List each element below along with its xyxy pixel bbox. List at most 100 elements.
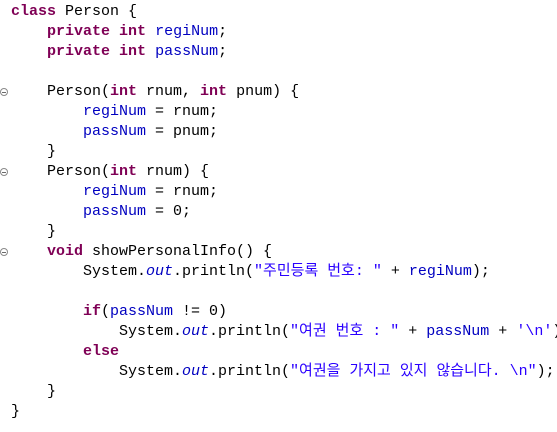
code-line[interactable]: class Person {	[0, 2, 557, 22]
code-token: rnum,	[137, 83, 201, 100]
keyword-token: private	[47, 43, 111, 60]
collapse-fold-icon[interactable]	[0, 248, 8, 256]
code-line[interactable]: void showPersonalInfo() {	[0, 242, 557, 262]
code-token: (	[101, 303, 111, 320]
code-token	[146, 23, 155, 40]
code-token	[110, 23, 119, 40]
code-token: rnum) {	[137, 163, 210, 180]
code-line[interactable]: Person(int rnum, int pnum) {	[0, 82, 557, 102]
code-text: passNum = 0;	[83, 202, 191, 222]
code-line[interactable]: regiNum = rnum;	[0, 182, 557, 202]
code-text: if(passNum != 0)	[83, 302, 227, 322]
code-token: != 0)	[173, 303, 228, 320]
keyword-token: int	[119, 23, 147, 40]
keyword-token: private	[47, 23, 111, 40]
code-text: }	[47, 142, 56, 162]
code-line[interactable]: passNum = 0;	[0, 202, 557, 222]
code-text: System.out.println("여권을 가지고 있지 않습니다. \n"…	[119, 362, 555, 382]
code-text: }	[11, 402, 20, 422]
keyword-token: void	[47, 243, 84, 260]
field-token: regiNum	[83, 103, 147, 120]
field-token: regiNum	[408, 263, 472, 280]
static-field-token: out	[182, 323, 210, 340]
code-line[interactable]: private int passNum;	[0, 42, 557, 62]
code-text: else	[83, 342, 119, 362]
code-line[interactable]	[0, 62, 557, 82]
code-token	[146, 43, 155, 60]
code-text: passNum = pnum;	[83, 122, 218, 142]
code-line[interactable]: passNum = pnum;	[0, 122, 557, 142]
code-text: private int regiNum;	[47, 22, 227, 42]
code-line[interactable]: else	[0, 342, 557, 362]
code-line[interactable]: if(passNum != 0)	[0, 302, 557, 322]
code-token: +	[381, 263, 409, 280]
code-token: = rnum;	[146, 183, 219, 200]
string-literal-token: '\n'	[516, 323, 553, 340]
collapse-fold-icon[interactable]	[0, 168, 8, 176]
code-text: }	[47, 382, 56, 402]
code-token: .println(	[173, 263, 255, 280]
code-text: regiNum = rnum;	[83, 182, 218, 202]
keyword-token: int	[119, 43, 147, 60]
code-text: System.out.println("여권 번호 : " + passNum …	[119, 322, 557, 342]
code-token: Person(	[47, 83, 111, 100]
string-literal-token: "주민등록 번호: "	[254, 263, 382, 280]
string-literal-token: "여권 번호 : "	[290, 323, 400, 340]
code-token: +	[489, 323, 517, 340]
static-field-token: out	[146, 263, 174, 280]
code-token: );	[552, 323, 557, 340]
code-line[interactable]: }	[0, 142, 557, 162]
field-token: regiNum	[83, 183, 147, 200]
code-text: class Person {	[11, 2, 137, 22]
code-text: regiNum = rnum;	[83, 102, 218, 122]
code-token: System.	[119, 363, 183, 380]
field-token: regiNum	[155, 23, 219, 40]
code-token: }	[47, 143, 57, 160]
field-token: passNum	[83, 123, 147, 140]
static-field-token: out	[182, 363, 210, 380]
keyword-token: if	[83, 303, 102, 320]
keyword-token: class	[11, 3, 57, 20]
code-text: Person(int rnum) {	[47, 162, 209, 182]
code-token: = rnum;	[146, 103, 219, 120]
string-literal-token: "여권을 가지고 있지 않습니다. \n"	[290, 363, 537, 380]
code-token: Person {	[56, 3, 138, 20]
code-line[interactable]: }	[0, 402, 557, 422]
code-token: .println(	[209, 323, 291, 340]
code-line[interactable]: System.out.println("여권을 가지고 있지 않습니다. \n"…	[0, 362, 557, 382]
code-token: }	[11, 403, 21, 420]
code-token: pnum) {	[227, 83, 300, 100]
code-token	[110, 43, 119, 60]
collapse-fold-icon[interactable]	[0, 88, 8, 96]
code-line[interactable]: System.out.println("여권 번호 : " + passNum …	[0, 322, 557, 342]
keyword-token: int	[110, 163, 138, 180]
code-token: +	[399, 323, 427, 340]
code-line[interactable]: regiNum = rnum;	[0, 102, 557, 122]
code-line[interactable]: private int regiNum;	[0, 22, 557, 42]
code-text: private int passNum;	[47, 42, 227, 62]
code-line[interactable]	[0, 282, 557, 302]
code-token: );	[471, 263, 490, 280]
code-text: }	[47, 222, 56, 242]
code-token: showPersonalInfo() {	[83, 243, 273, 260]
code-token: ;	[218, 43, 228, 60]
code-token: }	[47, 223, 57, 240]
code-line[interactable]: }	[0, 382, 557, 402]
code-token: .println(	[209, 363, 291, 380]
code-text: Person(int rnum, int pnum) {	[47, 82, 299, 102]
code-text: void showPersonalInfo() {	[47, 242, 272, 262]
code-line[interactable]: System.out.println("주민등록 번호: " + regiNum…	[0, 262, 557, 282]
code-line[interactable]: Person(int rnum) {	[0, 162, 557, 182]
code-token: Person(	[47, 163, 111, 180]
field-token: passNum	[426, 323, 490, 340]
keyword-token: int	[110, 83, 138, 100]
code-token: }	[47, 383, 57, 400]
keyword-token: int	[200, 83, 228, 100]
field-token: passNum	[83, 203, 147, 220]
code-line[interactable]: }	[0, 222, 557, 242]
code-token: System.	[119, 323, 183, 340]
code-text: System.out.println("주민등록 번호: " + regiNum…	[83, 262, 490, 282]
field-token: passNum	[110, 303, 174, 320]
code-token: System.	[83, 263, 147, 280]
